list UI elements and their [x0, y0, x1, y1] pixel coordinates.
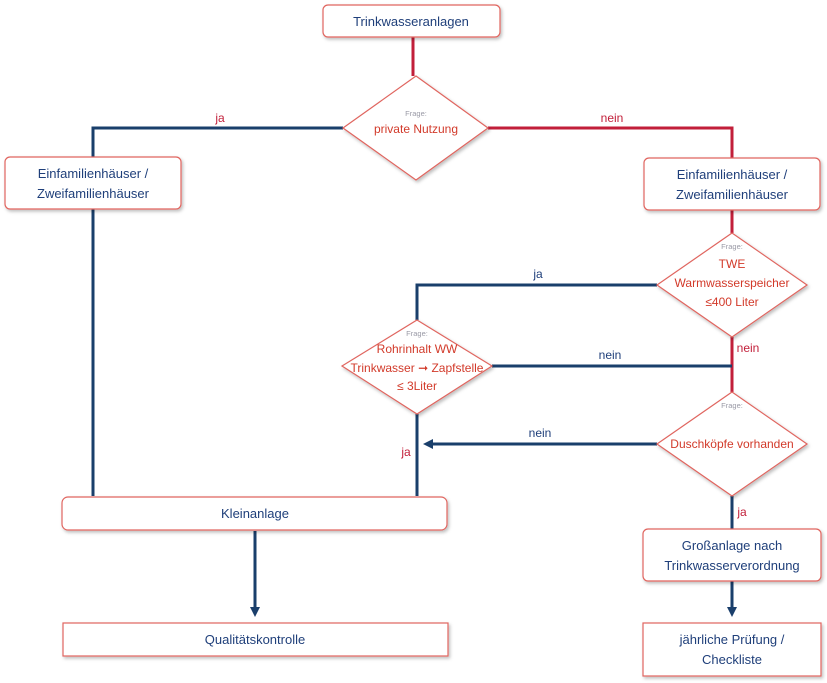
decision-twe-line3: ≤400 Liter [705, 295, 758, 309]
decision-rohr-line2: Trinkwasser ➞ Zapfstelle [351, 361, 484, 375]
decision-private-tag: Frage: [405, 109, 427, 118]
node-efh-right: Einfamilienhäuser / Zweifamilienhäuser [643, 157, 821, 211]
label-ja-twe: ja [532, 267, 543, 281]
label-ja-dusch: ja [736, 505, 747, 519]
decision-private-nutzung: Frage: private Nutzung [341, 75, 490, 181]
decision-rohr-line3: ≤ 3Liter [397, 379, 437, 393]
node-qualitaetskontrolle-label: Qualitätskontrolle [205, 632, 305, 647]
node-grossanlage-line1: Großanlage nach [682, 538, 782, 553]
edge-labels: ja nein ja nein nein ja nein ja [214, 111, 759, 519]
node-kleinanlage: Kleinanlage [61, 496, 448, 531]
decision-twe-line2: Warmwasserspeicher [675, 276, 790, 290]
decision-rohr-tag: Frage: [406, 329, 428, 338]
line-private-nein [488, 126, 734, 158]
node-efh-left-line1: Einfamilienhäuser / [38, 166, 149, 181]
node-pruefung-line2: Checkliste [702, 652, 762, 667]
decision-duschkoepfe: Frage: Duschköpfe vorhanden [655, 391, 809, 497]
node-qualitaetskontrolle: Qualitätskontrolle [62, 622, 449, 657]
label-nein-dusch: nein [529, 426, 552, 440]
node-kleinanlage-label: Kleinanlage [221, 506, 289, 521]
node-trinkwasseranlagen: Trinkwasseranlagen [322, 4, 501, 38]
decision-twe-line1: TWE [719, 257, 746, 271]
label-nein-private: nein [601, 111, 624, 125]
decision-rohrinhalt: Frage: Rohrinhalt WW Trinkwasser ➞ Zapfs… [340, 319, 494, 415]
line-private-ja [91, 126, 343, 157]
label-nein-rohr: nein [599, 348, 622, 362]
line-twe-ja [415, 283, 657, 320]
node-efh-left: Einfamilienhäuser / Zweifamilienhäuser [4, 156, 182, 210]
node-efh-right-line2: Zweifamilienhäuser [676, 187, 789, 202]
label-ja-private: ja [214, 111, 225, 125]
node-trinkwasseranlagen-label: Trinkwasseranlagen [353, 14, 469, 29]
connectors [91, 37, 737, 617]
label-ja-rohr: ja [400, 445, 411, 459]
decision-dusch-tag: Frage: [721, 401, 743, 410]
node-pruefung-line1: jährliche Prüfung / [679, 632, 785, 647]
decision-dusch-text: Duschköpfe vorhanden [670, 437, 793, 451]
node-efh-right-line1: Einfamilienhäuser / [677, 167, 788, 182]
node-grossanlage-line2: Trinkwasserverordnung [664, 558, 799, 573]
node-grossanlage: Großanlage nach Trinkwasserverordnung [642, 528, 822, 582]
decision-twe-tag: Frage: [721, 242, 743, 251]
decision-rohr-line1: Rohrinhalt WW [377, 342, 458, 356]
decision-private-text: private Nutzung [374, 122, 458, 136]
decision-twe: Frage: TWE Warmwasserspeicher ≤400 Liter [655, 232, 809, 338]
label-nein-twe: nein [737, 341, 760, 355]
node-pruefung: jährliche Prüfung / Checkliste [642, 622, 822, 677]
node-efh-left-line2: Zweifamilienhäuser [37, 186, 150, 201]
